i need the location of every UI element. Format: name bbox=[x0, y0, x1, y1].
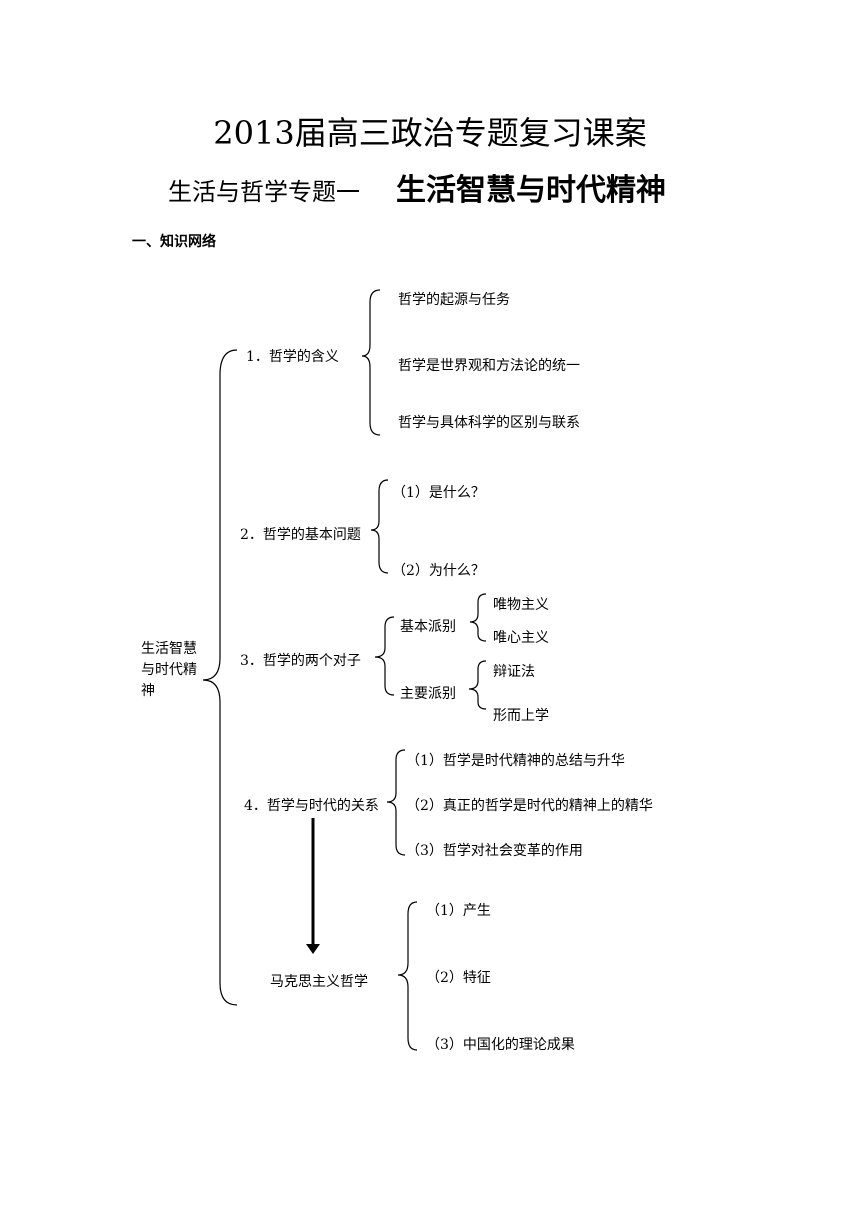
node-3a-item: 唯心主义 bbox=[493, 630, 549, 646]
node-3b-item: 辩证法 bbox=[493, 664, 535, 680]
root-brace bbox=[202, 349, 238, 1006]
node-4-item: （1）哲学是时代精神的总结与升华 bbox=[406, 753, 625, 769]
node-2-label: 2．哲学的基本问题 bbox=[240, 527, 361, 543]
node-1-item: 哲学的起源与任务 bbox=[398, 292, 510, 308]
n2-brace bbox=[370, 479, 389, 574]
node-5-item: （1）产生 bbox=[426, 903, 491, 919]
node-5-item: （3）中国化的理论成果 bbox=[426, 1037, 575, 1053]
down-arrow bbox=[306, 818, 320, 954]
n4-brace bbox=[386, 749, 406, 856]
subtitle-prefix: 生活与哲学专题一 bbox=[168, 178, 360, 206]
node-4-item: （3）哲学对社会变革的作用 bbox=[406, 843, 583, 859]
tree-root: 生活智慧与时代精神 bbox=[141, 641, 197, 699]
subtitle-main: 生活智慧与时代精神 bbox=[396, 173, 666, 208]
n3-brace bbox=[374, 616, 395, 696]
node-3b-label: 主要派别 bbox=[400, 686, 456, 702]
node-3a-label: 基本派别 bbox=[400, 619, 456, 635]
section-heading: 一、知识网络 bbox=[132, 234, 216, 250]
node-2-item: （1）是什么？ bbox=[392, 485, 485, 501]
page-subtitle: 生活与哲学专题一 生活智慧与时代精神 bbox=[168, 165, 666, 209]
node-3a-item: 唯物主义 bbox=[493, 597, 549, 613]
n3b-brace bbox=[468, 660, 487, 710]
node-3b-item: 形而上学 bbox=[493, 708, 549, 724]
n1-brace bbox=[361, 289, 381, 436]
node-1-item: 哲学是世界观和方法论的统一 bbox=[398, 358, 580, 374]
page-title: 2013届高三政治专题复习课案 bbox=[213, 114, 647, 152]
node-3-label: 3．哲学的两个对子 bbox=[240, 653, 361, 669]
node-4-label: 4．哲学与时代的关系 bbox=[244, 798, 379, 814]
node-5-label: 马克思主义哲学 bbox=[270, 974, 368, 990]
node-1-item: 哲学与具体科学的区别与联系 bbox=[398, 415, 580, 431]
n5-brace bbox=[397, 901, 418, 1051]
node-5-item: （2）特征 bbox=[426, 970, 491, 986]
node-4-item: （2）真正的哲学是时代的精神上的精华 bbox=[406, 798, 653, 814]
n3a-brace bbox=[469, 593, 487, 642]
node-1-label: 1．哲学的含义 bbox=[246, 349, 339, 365]
node-2-item: （2）为什么？ bbox=[392, 563, 485, 579]
